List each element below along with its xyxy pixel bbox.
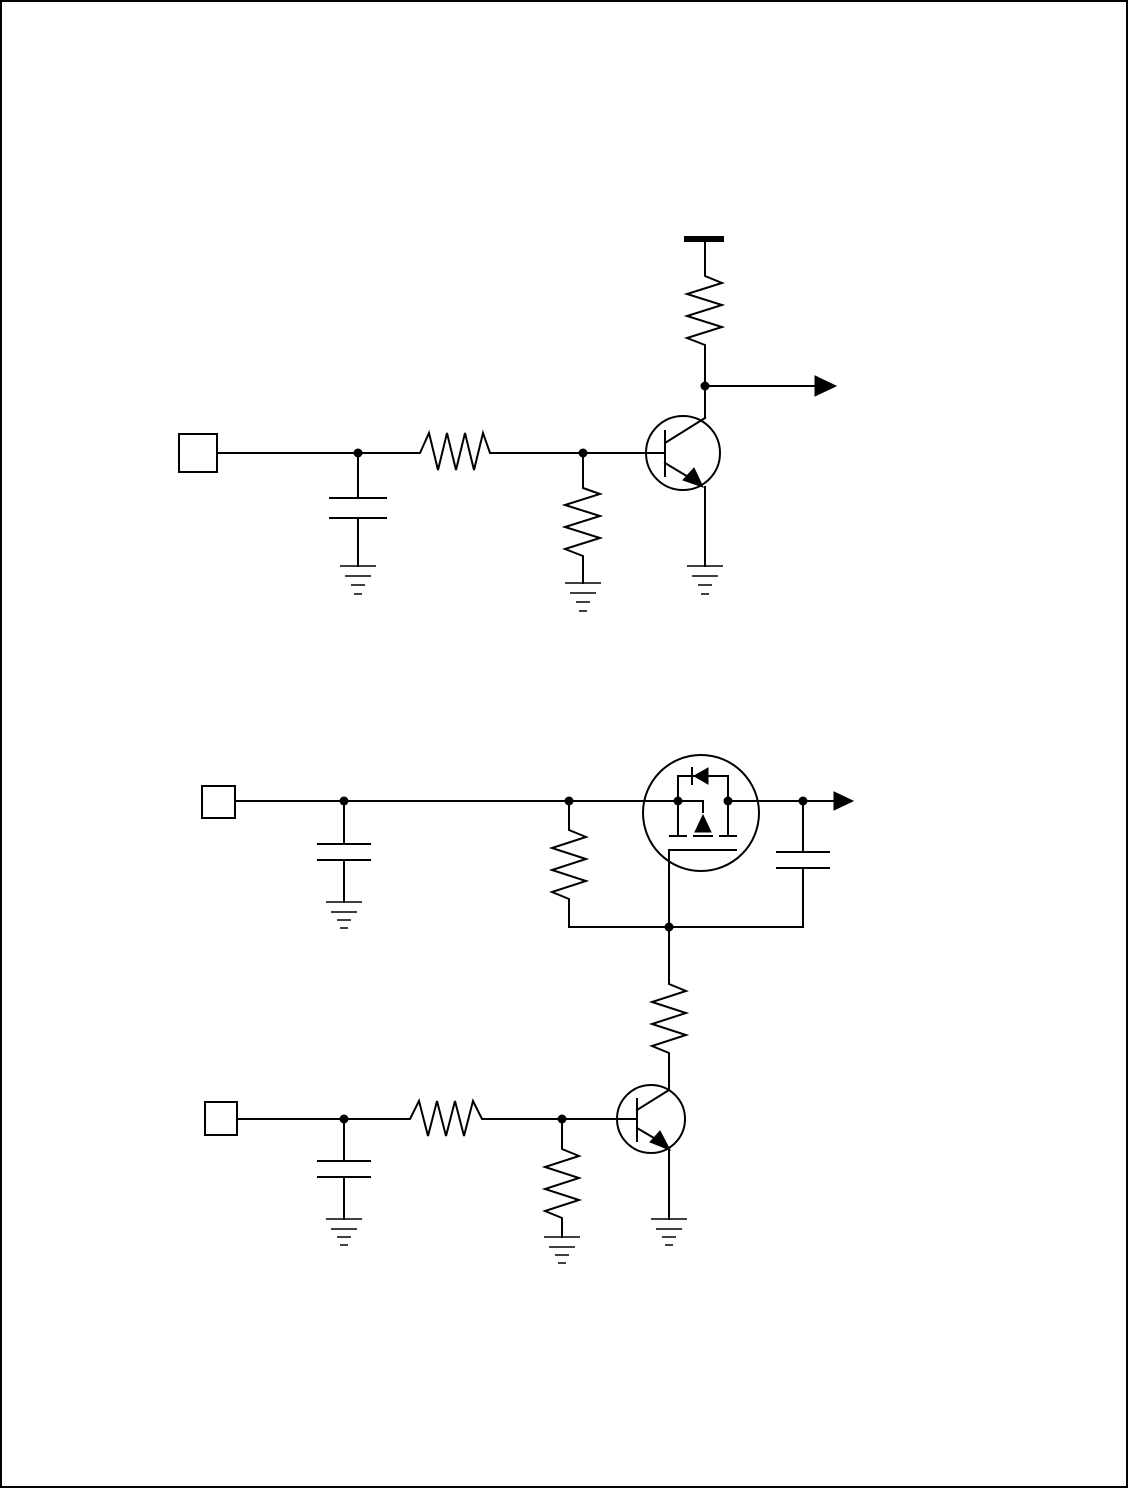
junction-dot bbox=[724, 797, 733, 806]
junction-dot bbox=[674, 797, 683, 806]
